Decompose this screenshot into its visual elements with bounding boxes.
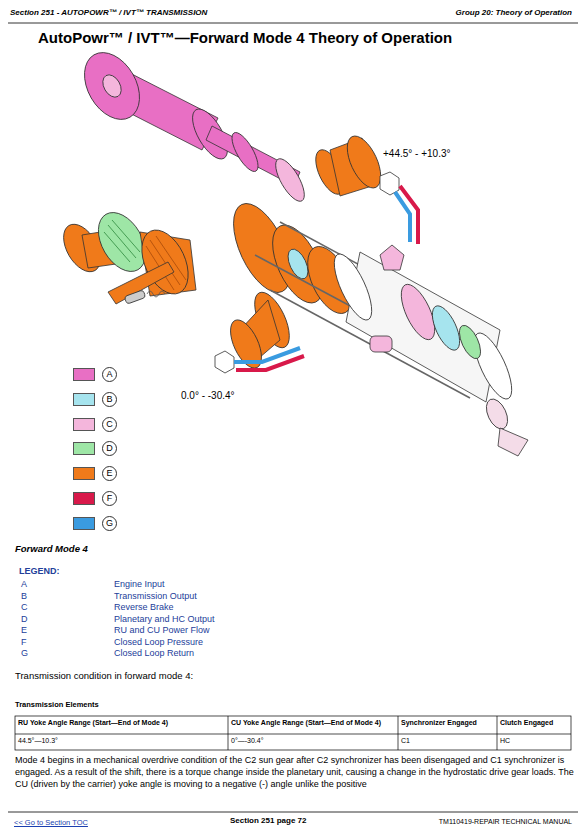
- legend-heading: LEGEND:: [19, 566, 60, 577]
- section-note: Transmission condition in forward mode 4…: [15, 670, 193, 682]
- legend-text: Transmission Output: [114, 591, 197, 602]
- elements-table-part: [398, 716, 399, 750]
- transmission-illustration-part: [236, 356, 304, 370]
- transmission-illustration-part: [380, 245, 404, 270]
- figure-caption: Forward Mode 4: [15, 543, 88, 555]
- legend-letter: G: [21, 648, 28, 659]
- legend-item: G: [73, 516, 119, 532]
- transmission-illustration-part: [400, 186, 418, 244]
- legend-letter: F: [102, 491, 117, 506]
- legend-letter: E: [21, 625, 27, 636]
- legend-letter: A: [102, 367, 117, 382]
- section-note: Transmission Elements: [15, 700, 99, 709]
- legend-item: C: [73, 417, 119, 433]
- color-swatch: [73, 393, 95, 406]
- table-cell: 0°—-30.4°: [231, 737, 394, 746]
- legend-letter: G: [102, 516, 117, 531]
- color-swatch: [73, 517, 95, 530]
- table-cell: C1: [401, 737, 494, 746]
- legend-text: Planetary and HC Output: [114, 614, 215, 625]
- rule-lines-part: [8, 23, 578, 24]
- transmission-illustration-part: [215, 351, 234, 373]
- transmission-illustration-part: [427, 302, 465, 354]
- legend-text: RU and CU Power Flow: [114, 625, 210, 636]
- transmission-illustration-part: [455, 322, 485, 361]
- legend-item: E: [73, 466, 119, 482]
- legend-item: A: [73, 367, 119, 383]
- elements-table-part: [15, 734, 571, 735]
- legend-letter: F: [21, 637, 27, 648]
- section-header: Section 251 - AUTOPOWR™ / IVT™ TRANSMISS…: [10, 8, 207, 18]
- rule-lines: [8, 23, 578, 812]
- legend-item: D: [73, 441, 119, 457]
- page-footer: TM110419-REPAIR TECHNICAL MANUAL: [400, 818, 572, 827]
- legend-text: Closed Loop Pressure: [114, 637, 203, 648]
- table-cell: CU Yoke Angle Range (Start—End of Mode 4…: [231, 719, 394, 728]
- page-footer: Section 251 page 72: [230, 816, 306, 826]
- color-swatch: [73, 492, 95, 505]
- legend-item: F: [73, 491, 119, 507]
- legend-letter: C: [102, 417, 117, 432]
- page-footer: << Go to Section TOC: [14, 818, 88, 827]
- legend-item: B: [73, 392, 119, 408]
- transmission-illustration-part: [99, 72, 125, 101]
- legend-letter: D: [21, 614, 28, 625]
- table-cell: Synchronizer Engaged: [401, 719, 494, 728]
- transmission-illustration-part: [482, 396, 512, 433]
- body-paragraph: Mode 4 begins in a mechanical overdrive …: [15, 754, 575, 790]
- group-header: Group 20: Theory of Operation: [330, 8, 572, 18]
- legend-text: Closed Loop Return: [114, 648, 194, 659]
- transmission-illustration-part: [346, 252, 500, 402]
- elements-table-part: [228, 716, 229, 750]
- elements-table-part: [497, 716, 498, 750]
- transmission-illustration-part: [227, 129, 263, 175]
- transmission-illustration-part: [370, 336, 392, 352]
- yoke-angle: 0.0° - -30.4°: [181, 390, 235, 403]
- legend-text: Reverse Brake: [114, 602, 174, 613]
- table-cell: HC: [500, 737, 568, 746]
- transmission-illustration-part: [327, 249, 379, 324]
- page-title: AutoPowr™ / IVT™—Forward Mode 4 Theory o…: [38, 29, 452, 48]
- transmission-illustration-part: [284, 246, 312, 282]
- transmission-illustration-part: [124, 290, 146, 304]
- transmission-illustration-part: [104, 220, 140, 262]
- legend-letter: D: [102, 441, 117, 456]
- color-swatch: [73, 442, 95, 455]
- rule-lines-part: [8, 812, 578, 813]
- elements-table-part: [15, 716, 571, 750]
- table-cell: 44.5°—10.3°: [18, 737, 224, 746]
- elements-table: [15, 716, 571, 750]
- yoke-angle: +44.5° - +10.3°: [383, 148, 451, 161]
- color-swatch: [73, 368, 95, 381]
- legend-letter: B: [102, 392, 117, 407]
- transmission-illustration: [56, 43, 528, 456]
- table-cell: Clutch Engaged: [500, 719, 568, 728]
- transmission-illustration-part: [108, 262, 174, 304]
- legend-letter: E: [102, 466, 117, 481]
- transmission-illustration-part: [270, 155, 310, 206]
- transmission-illustration-part: [147, 291, 165, 297]
- transmission-illustration-part: [498, 428, 528, 456]
- color-swatch: [73, 467, 95, 480]
- transmission-illustration-part: [73, 43, 151, 129]
- color-swatch: [73, 418, 95, 431]
- table-cell: RU Yoke Angle Range (Start—End of Mode 4…: [18, 719, 224, 728]
- legend-letter: B: [21, 591, 27, 602]
- legend-letter: C: [21, 602, 28, 613]
- legend-letter: A: [21, 579, 27, 590]
- legend-text: Engine Input: [114, 579, 165, 590]
